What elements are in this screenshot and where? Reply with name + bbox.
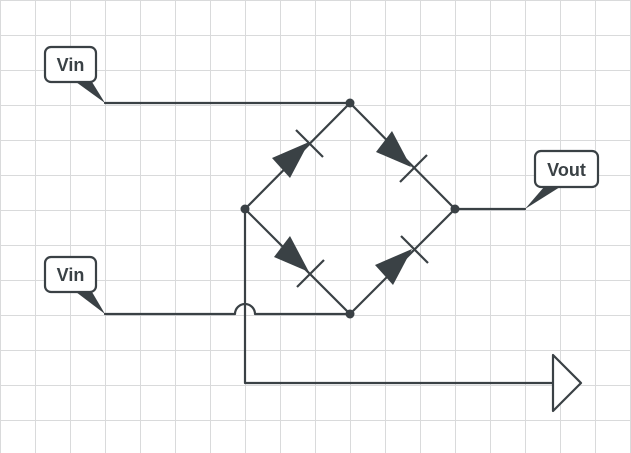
diode-bar: [399, 154, 428, 183]
callout-pointer: [525, 187, 560, 209]
callout-box: [43, 45, 98, 84]
diode-top-left[interactable]: [272, 129, 324, 178]
label-text: Vin: [57, 55, 85, 75]
wires: [103, 101, 555, 385]
diode-bar: [295, 129, 324, 158]
label-text: Vin: [57, 265, 85, 285]
label-vin-bottom[interactable]: Vin: [43, 255, 105, 314]
diode-arrow-icon: [375, 249, 412, 285]
callout-box: [43, 255, 98, 294]
diode-bottom-left[interactable]: [274, 236, 325, 288]
callout-pointer: [76, 82, 105, 103]
junction-bottom: [345, 309, 355, 319]
junction-top: [345, 98, 355, 108]
diode-arrow-icon: [376, 131, 411, 167]
junction-right: [450, 204, 460, 214]
callout-pointer: [76, 292, 105, 314]
label-vout[interactable]: Vout: [525, 149, 600, 209]
diode-arrow-icon: [272, 142, 309, 178]
diode-bottom-right[interactable]: [375, 235, 429, 285]
diode-arrow-icon: [274, 236, 309, 272]
diode-bar: [400, 235, 429, 264]
output-arrow-icon[interactable]: [551, 353, 583, 413]
callout-box: [533, 149, 600, 189]
junction-left: [240, 204, 250, 214]
wire-vin-bottom[interactable]: [103, 302, 352, 316]
label-text: Vout: [547, 160, 586, 180]
diode-bar: [296, 259, 325, 288]
wire-ground[interactable]: [243, 207, 555, 385]
junctions: [240, 98, 460, 319]
label-vin-top[interactable]: Vin: [43, 45, 105, 103]
diode-top-right[interactable]: [376, 131, 428, 183]
